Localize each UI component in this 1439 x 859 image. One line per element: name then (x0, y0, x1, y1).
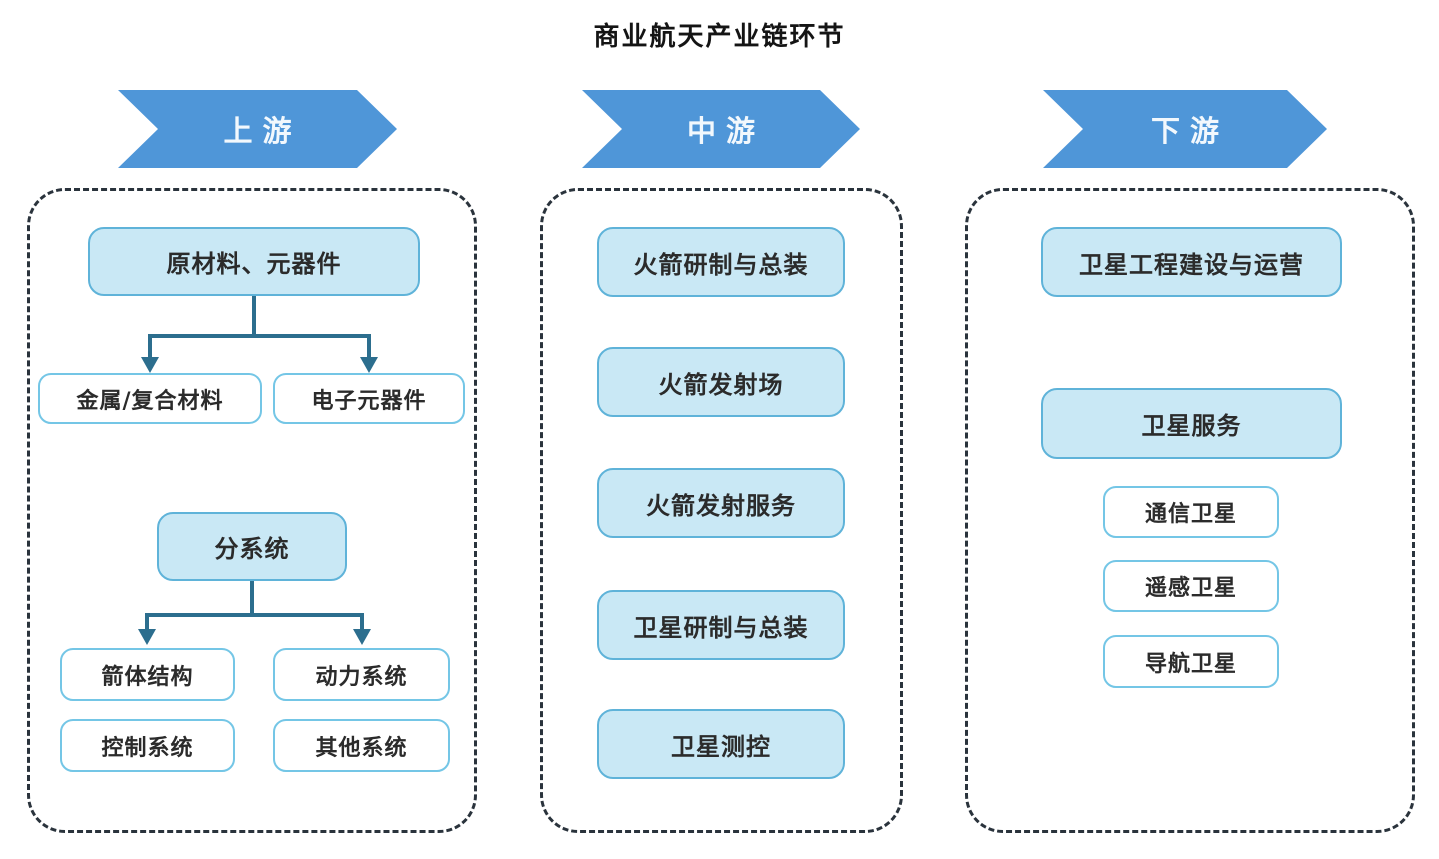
node-satellite-tt-and-c: 卫星测控 (597, 709, 845, 779)
node-rocket-launch-services: 火箭发射服务 (597, 468, 845, 538)
node-label: 卫星测控 (671, 731, 771, 761)
banner-downstream: 下游 (1043, 90, 1327, 168)
node-satellite-development-assembly: 卫星研制与总装 (597, 590, 845, 660)
node-label: 原材料、元器件 (166, 249, 342, 278)
node-label: 箭体结构 (101, 663, 194, 690)
banner-upstream: 上游 (118, 90, 397, 168)
banner-midstream-label: 中游 (686, 114, 765, 148)
node-other-systems: 其他系统 (273, 719, 450, 772)
node-control-system: 控制系统 (60, 719, 235, 772)
banner-downstream-label: 下游 (1150, 114, 1229, 148)
node-raw-materials-components: 原材料、元器件 (88, 227, 420, 296)
node-satellite-services: 卫星服务 (1041, 388, 1342, 459)
panel-midstream (540, 188, 903, 833)
node-label: 金属/复合材料 (76, 387, 224, 414)
banner-upstream-label: 上游 (223, 114, 302, 148)
node-label: 分系统 (214, 534, 290, 563)
node-label: 卫星服务 (1141, 411, 1242, 440)
node-rocket-development-assembly: 火箭研制与总装 (597, 227, 845, 297)
node-rocket-launch-site: 火箭发射场 (597, 347, 845, 417)
node-metal-composite-materials: 金属/复合材料 (38, 373, 262, 424)
node-electronic-components: 电子元器件 (273, 373, 465, 424)
node-label: 火箭发射场 (658, 369, 784, 399)
node-label: 火箭研制与总装 (633, 249, 809, 279)
panel-downstream (965, 188, 1415, 833)
page-title: 商业航天产业链环节 (593, 22, 846, 52)
node-satellite-engineering-construction-operation: 卫星工程建设与运营 (1041, 227, 1342, 297)
banner-midstream: 中游 (582, 90, 860, 168)
node-label: 其他系统 (315, 734, 408, 761)
node-label: 通信卫星 (1144, 501, 1237, 527)
node-label: 卫星工程建设与运营 (1079, 249, 1304, 279)
node-remote-sensing-satellite: 遥感卫星 (1103, 560, 1279, 612)
node-rocket-body-structure: 箭体结构 (60, 648, 235, 701)
node-label: 火箭发射服务 (646, 490, 796, 520)
node-label: 电子元器件 (311, 387, 427, 414)
node-navigation-satellite: 导航卫星 (1103, 635, 1279, 688)
node-label: 遥感卫星 (1144, 575, 1237, 601)
node-subsystems: 分系统 (157, 512, 347, 581)
node-label: 动力系统 (315, 663, 408, 690)
panel-upstream (27, 188, 477, 833)
node-propulsion-system: 动力系统 (273, 648, 450, 701)
node-communication-satellite: 通信卫星 (1103, 486, 1279, 538)
node-label: 控制系统 (101, 734, 194, 761)
node-label: 卫星研制与总装 (633, 612, 809, 642)
node-label: 导航卫星 (1144, 650, 1237, 677)
